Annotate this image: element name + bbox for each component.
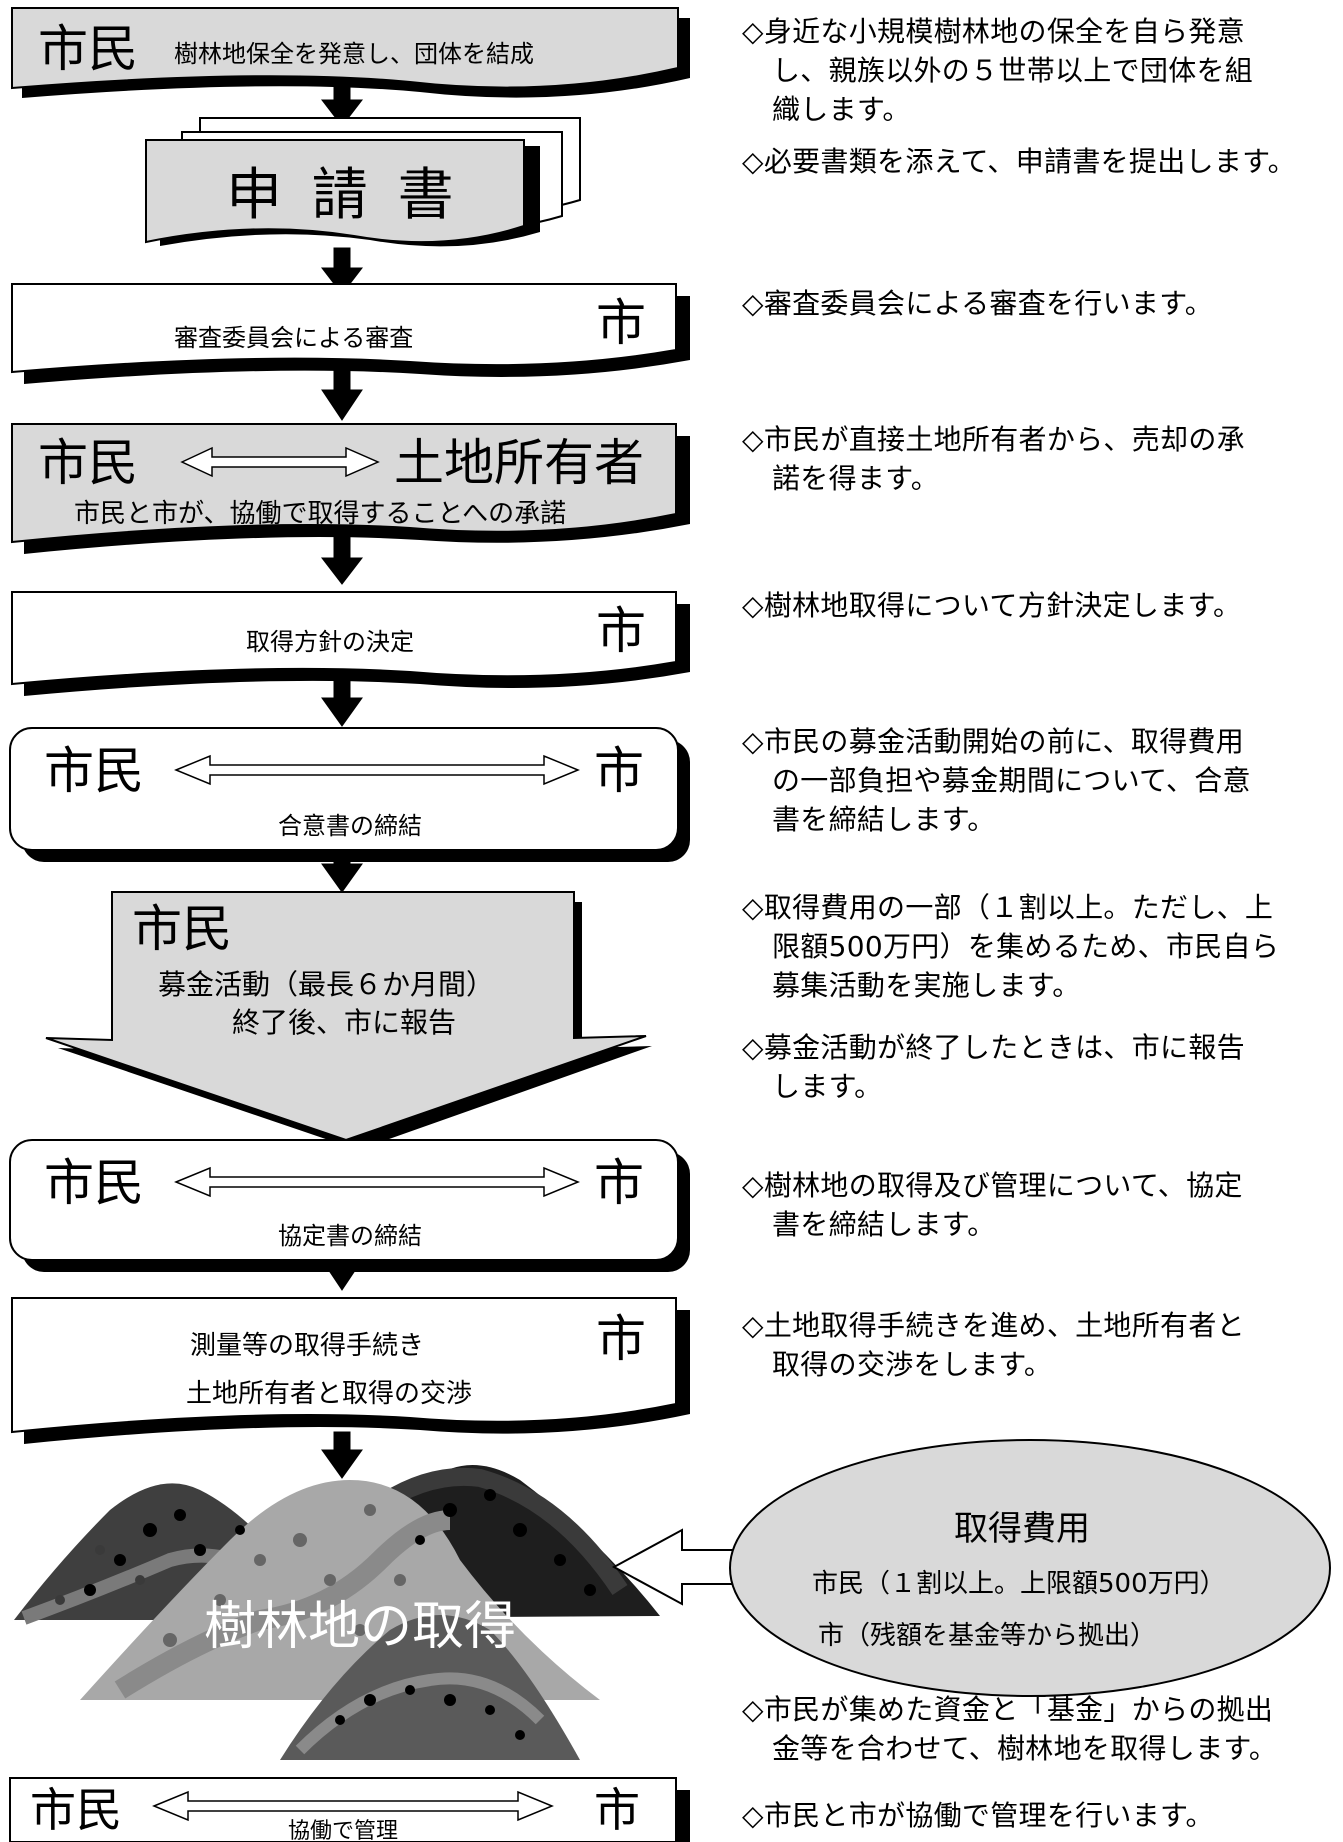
desc-4-line-1: ◇市民が直接土地所有者から、売却の承 — [742, 423, 1245, 456]
desc-6-line-1: ◇市民の募金活動開始の前に、取得費用 — [742, 725, 1245, 758]
step-4-box: 市民 土地所有者 市民と市が、協働で取得することへの承諾 — [11, 423, 690, 554]
step-9-line2: 土地所有者と取得の交渉 — [186, 1379, 472, 1409]
desc-8: ◇募金活動が終了したときは、市に報告 します。 — [742, 1028, 1338, 1106]
step-6-box: 市民 市 合意書の締結 — [9, 727, 690, 862]
desc-5: ◇樹林地取得について方針決定します。 — [742, 586, 1338, 625]
step-9-box: 測量等の取得手続き 土地所有者と取得の交渉 市 — [11, 1297, 690, 1444]
cost-line2: 市（残額を基金等から拠出） — [818, 1621, 1156, 1651]
step-7-line2: 終了後、市に報告 — [232, 1006, 456, 1039]
desc-9-line-1: ◇樹林地の取得及び管理について、協定 — [742, 1169, 1243, 1202]
step-11-label: 協働で管理 — [288, 1819, 398, 1842]
step-7-line1: 募金活動（最長６か月間） — [158, 968, 494, 1001]
step-9-actor: 市 — [596, 1310, 646, 1368]
step-8-label: 協定書の締結 — [278, 1222, 422, 1250]
desc-3-line-1: ◇審査委員会による審査を行います。 — [742, 287, 1213, 320]
forest-label: 樹林地の取得 — [204, 1597, 516, 1657]
step-6-label: 合意書の締結 — [278, 812, 422, 840]
desc-8-line-2: します。 — [772, 1070, 883, 1103]
cost-line1: 市民（１割以上。上限額500万円） — [812, 1569, 1226, 1599]
desc-1-line-3: 織します。 — [772, 93, 911, 126]
desc-4-line-2: 諾を得ます。 — [772, 462, 940, 495]
desc-6: ◇市民の募金活動開始の前に、取得費用 の一部負担や募金期間について、合意 書を締… — [742, 722, 1338, 839]
step-3-box: 審査委員会による審査 市 — [11, 283, 690, 384]
desc-5-line-1: ◇樹林地取得について方針決定します。 — [742, 589, 1242, 622]
cost-ellipse — [729, 1439, 1331, 1697]
desc-7-line-2: 限額500万円）を集めるため、市民自ら — [772, 930, 1280, 963]
step-6-right: 市 — [594, 742, 644, 800]
forest-illustration: 樹林地の取得 — [14, 1465, 660, 1760]
step-3-actor: 市 — [596, 294, 646, 352]
step-8-right: 市 — [594, 1154, 644, 1212]
desc-6-line-3: 書を締結します。 — [772, 803, 996, 836]
desc-3: ◇審査委員会による審査を行います。 — [742, 284, 1338, 323]
double-arrow-8 — [174, 1166, 580, 1198]
desc-6-line-2: の一部負担や募金期間について、合意 — [772, 764, 1251, 797]
step-7-arrow: 市民 募金活動（最長６か月間） 終了後、市に報告 — [45, 891, 652, 1150]
step-2-document: 申 請 書 — [145, 117, 581, 247]
desc-7-line-3: 募集活動を実施します。 — [772, 969, 1081, 1002]
cost-title: 取得費用 — [954, 1509, 1090, 1549]
step-5-actor: 市 — [596, 602, 646, 660]
desc-8-line-1: ◇募金活動が終了したときは、市に報告 — [742, 1031, 1245, 1064]
step-2-label: 申 請 書 — [226, 163, 460, 228]
desc-10-line-2: 取得の交渉をします。 — [772, 1348, 1053, 1381]
desc-7-line-1: ◇取得費用の一部（１割以上。ただし、上 — [742, 891, 1274, 924]
cost-callout: 取得費用 市民（１割以上。上限額500万円） 市（残額を基金等から拠出） — [611, 1439, 1331, 1697]
desc-12-line-1: ◇市民と市が協働で管理を行います。 — [742, 1799, 1214, 1832]
step-5-box: 取得方針の決定 市 — [11, 591, 690, 696]
desc-1: ◇身近な小規模樹林地の保全を自ら発意 し、親族以外の５世帯以上で団体を組 織しま… — [742, 12, 1338, 129]
step-9-line1: 測量等の取得手続き — [190, 1331, 424, 1361]
step-3-label: 審査委員会による審査 — [174, 324, 413, 352]
step-4-left: 市民 — [38, 434, 138, 492]
step-1-actor: 市民 — [38, 20, 138, 78]
desc-11-line-2: 金等を合わせて、樹林地を取得します。 — [772, 1732, 1278, 1765]
step-1-box: 市民 樹林地保全を発意し、団体を結成 — [11, 7, 690, 98]
step-8-left: 市民 — [44, 1154, 144, 1212]
desc-7: ◇取得費用の一部（１割以上。ただし、上 限額500万円）を集めるため、市民自ら … — [742, 888, 1338, 1005]
desc-4: ◇市民が直接土地所有者から、売却の承 諾を得ます。 — [742, 420, 1338, 498]
step-8-box: 市民 市 協定書の締結 — [9, 1139, 690, 1272]
step-5-label: 取得方針の決定 — [246, 628, 414, 656]
double-arrow-11 — [152, 1790, 554, 1822]
step-11-box: 市民 市 協働で管理 — [9, 1777, 690, 1842]
desc-10: ◇土地取得手続きを進め、土地所有者と 取得の交渉をします。 — [742, 1306, 1338, 1384]
step-4-right: 土地所有者 — [394, 434, 644, 492]
desc-2: ◇必要書類を添えて、申請書を提出します。 — [742, 142, 1338, 181]
step-11-right: 市 — [594, 1783, 640, 1837]
desc-9: ◇樹林地の取得及び管理について、協定 書を締結します。 — [742, 1166, 1338, 1244]
desc-11: ◇市民が集めた資金と「基金」からの拠出 金等を合わせて、樹林地を取得します。 — [742, 1690, 1338, 1768]
step-7-actor: 市民 — [132, 900, 232, 958]
desc-9-line-2: 書を締結します。 — [772, 1208, 996, 1241]
step-4-label: 市民と市が、協働で取得することへの承諾 — [74, 499, 566, 529]
step-6-left: 市民 — [44, 742, 144, 800]
desc-1-line-1: ◇身近な小規模樹林地の保全を自ら発意 — [742, 15, 1245, 48]
desc-10-line-1: ◇土地取得手続きを進め、土地所有者と — [742, 1309, 1245, 1342]
step-1-label: 樹林地保全を発意し、団体を結成 — [174, 40, 534, 68]
desc-12: ◇市民と市が協働で管理を行います。 — [742, 1796, 1338, 1835]
desc-2-line-1: ◇必要書類を添えて、申請書を提出します。 — [742, 145, 1296, 178]
step-11-left: 市民 — [30, 1783, 122, 1837]
desc-11-line-1: ◇市民が集めた資金と「基金」からの拠出 — [742, 1693, 1274, 1726]
double-arrow-4 — [180, 446, 380, 478]
double-arrow-6 — [174, 754, 580, 786]
desc-1-line-2: し、親族以外の５世帯以上で団体を組 — [772, 54, 1254, 87]
